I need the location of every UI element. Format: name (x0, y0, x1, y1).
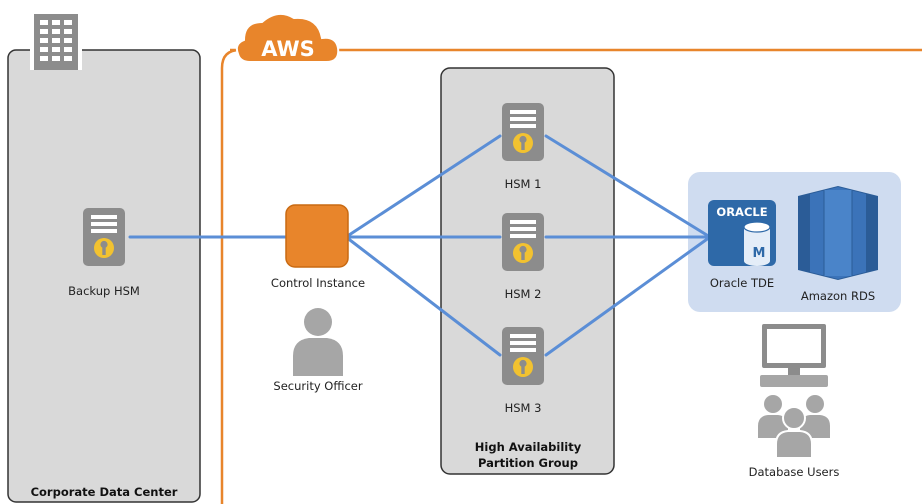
rds-icon (798, 186, 878, 280)
hsm-key-icon (502, 213, 544, 271)
security-officer-label: Security Officer (273, 379, 362, 393)
hsm-key-icon (83, 208, 125, 266)
link-control-to-hsm3 (344, 235, 502, 357)
aws-label: AWS (261, 37, 315, 61)
hsm-key-icon (502, 103, 544, 161)
corporate-data-center-label: Corporate Data Center (31, 485, 178, 499)
hsm-3: HSM 3 (502, 327, 544, 415)
oracle-logo-text: ORACLE (716, 205, 767, 219)
database-icon: M (743, 221, 771, 266)
ec2-instance-icon (285, 204, 349, 268)
hsm-3-label: HSM 3 (505, 401, 542, 415)
user-icon (293, 308, 343, 376)
link-control-to-hsm1 (344, 134, 502, 239)
amazon-rds-label: Amazon RDS (801, 289, 875, 303)
ha-group-label-line2: Partition Group (478, 456, 578, 470)
backup-hsm-label: Backup HSM (68, 284, 140, 298)
database-users-label: Database Users (749, 465, 840, 479)
security-officer: Security Officer (273, 308, 363, 393)
user-group-icon (758, 395, 830, 459)
hsm-1: HSM 1 (502, 103, 544, 191)
control-instance: Control Instance (271, 204, 365, 290)
amazon-rds: Amazon RDS (798, 186, 878, 303)
ha-partition-group-panel: High Availability Partition Group (440, 67, 615, 475)
link-hsm1-to-oracle (544, 134, 712, 239)
backup-hsm: Backup HSM (68, 208, 140, 298)
hsm-key-icon (502, 327, 544, 385)
aws-cloud-badge: AWS (235, 12, 340, 63)
building-icon (30, 12, 82, 70)
oracle-tde-label: Oracle TDE (710, 276, 774, 290)
hsm-2-label: HSM 2 (505, 287, 542, 301)
hsm-1-label: HSM 1 (505, 177, 542, 191)
control-instance-label: Control Instance (271, 276, 365, 290)
desktop-computer-icon (760, 324, 828, 387)
link-hsm3-to-oracle (544, 235, 712, 357)
oracle-tde: ORACLE M Oracle TDE (708, 200, 776, 290)
oracle-m-text: M (753, 246, 766, 261)
corporate-data-center-panel: Corporate Data Center (7, 49, 201, 503)
ha-group-label-line1: High Availability (475, 440, 582, 454)
connection-lines (128, 134, 712, 357)
oracle-database-icon: ORACLE M (708, 200, 776, 266)
hsm-2: HSM 2 (502, 213, 544, 301)
database-users: Database Users (749, 324, 840, 479)
